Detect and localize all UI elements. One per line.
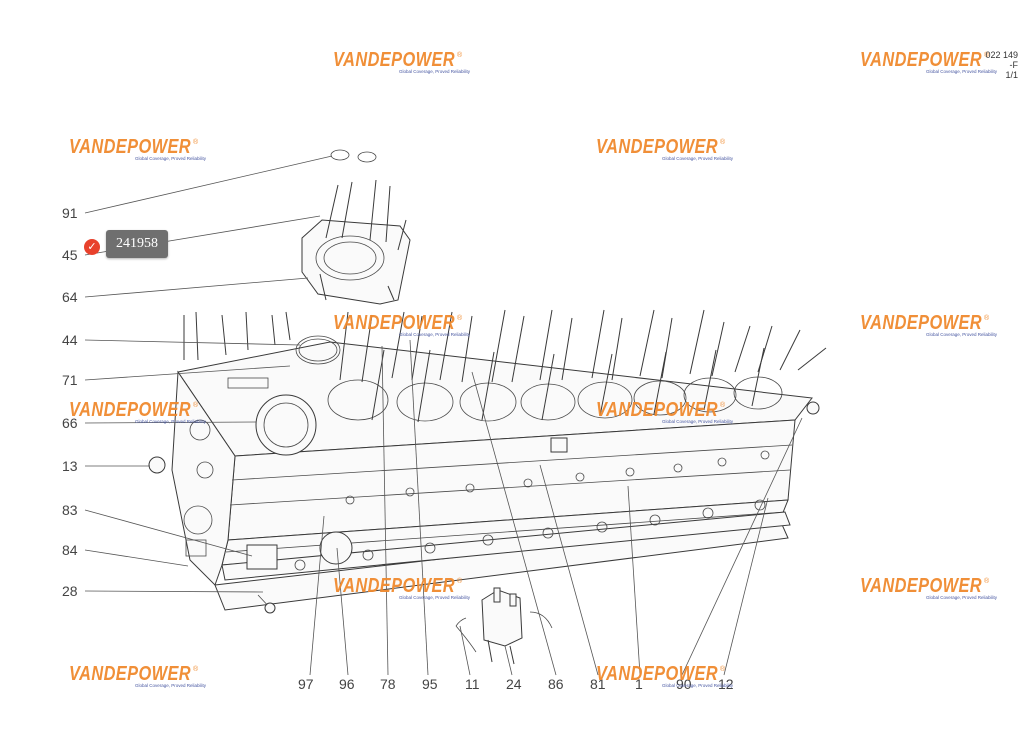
callouts-bottom: 97 96 78 95 11 24 86 81 1 90 12 [298, 676, 734, 692]
vandepower-watermark-logo: VANDEPOWER® Global Coverage, Proved Relia… [860, 49, 998, 74]
watermark-tagline: Global Coverage, Proved Reliability [135, 683, 207, 688]
callout-label: 1 [635, 676, 643, 692]
exploded-bearing-cap [455, 587, 553, 665]
callout-label: 90 [676, 676, 692, 692]
callout-label: 96 [339, 676, 355, 692]
watermark-registered-mark: ® [720, 665, 726, 673]
vandepower-watermark-logo: VANDEPOWER® Global Coverage, Proved Relia… [333, 575, 471, 600]
part-number-tooltip[interactable]: 241958 [106, 230, 168, 258]
callout-label: 66 [62, 415, 78, 431]
watermark-tagline: Global Coverage, Proved Reliability [926, 595, 998, 600]
doc-code-line: 022 149 [985, 50, 1018, 60]
engine-block-drawing [148, 309, 827, 614]
watermark-registered-mark: ® [984, 314, 990, 322]
callout-label: 11 [465, 676, 480, 692]
vandepower-watermark-logo: VANDEPOWER® Global Coverage, Proved Relia… [596, 399, 734, 424]
callout-label: 12 [718, 676, 734, 692]
watermark-brand: VANDEPOWER [333, 312, 455, 334]
watermark-tagline: Global Coverage, Proved Reliability [662, 683, 734, 688]
watermark-tagline: Global Coverage, Proved Reliability [135, 156, 207, 161]
callout-label: 71 [62, 372, 78, 388]
callout-label: 24 [506, 676, 522, 692]
watermark-registered-mark: ® [720, 138, 726, 146]
watermark-brand: VANDEPOWER [69, 399, 191, 421]
watermarks: VANDEPOWER®Global Coverage, Proved Relia… [69, 49, 998, 688]
watermark-registered-mark: ® [457, 314, 463, 322]
leader-lines [84, 155, 803, 676]
vandepower-watermark-logo: VANDEPOWER® Global Coverage, Proved Relia… [69, 399, 207, 424]
watermark-tagline: Global Coverage, Proved Reliability [926, 69, 998, 74]
callout-label: 64 [62, 289, 78, 305]
watermark-registered-mark: ® [457, 51, 463, 59]
doc-code-line: -F [1009, 60, 1019, 70]
check-circle-icon[interactable]: ✓ [84, 239, 100, 255]
vandepower-watermark-logo: VANDEPOWER® Global Coverage, Proved Relia… [69, 663, 207, 688]
watermark-brand: VANDEPOWER [596, 136, 718, 158]
watermark-registered-mark: ® [457, 577, 463, 585]
exploded-cylinder-head [301, 149, 411, 305]
watermark-tagline: Global Coverage, Proved Reliability [399, 69, 471, 74]
vandepower-watermark-logo: VANDEPOWER® Global Coverage, Proved Relia… [333, 312, 471, 337]
vandepower-watermark-logo: VANDEPOWER® Global Coverage, Proved Relia… [596, 663, 734, 688]
watermark-brand: VANDEPOWER [860, 575, 982, 597]
watermark-brand: VANDEPOWER [333, 49, 455, 71]
watermark-tagline: Global Coverage, Proved Reliability [399, 332, 471, 337]
watermark-tagline: Global Coverage, Proved Reliability [926, 332, 998, 337]
watermark-tagline: Global Coverage, Proved Reliability [399, 595, 471, 600]
watermark-brand: VANDEPOWER [860, 312, 982, 334]
watermark-tagline: Global Coverage, Proved Reliability [662, 419, 734, 424]
callout-label: 45 [62, 247, 78, 263]
callout-label: 44 [62, 332, 78, 348]
callouts-left: 91 45 64 44 71 66 13 83 84 28 [62, 205, 78, 599]
watermark-registered-mark: ® [193, 401, 199, 409]
vandepower-watermark-logo: VANDEPOWER® Global Coverage, Proved Relia… [860, 575, 998, 600]
callout-label: 83 [62, 502, 78, 518]
callout-label: 13 [62, 458, 78, 474]
callout-label: 95 [422, 676, 438, 692]
doc-code-line: 1/1 [1005, 70, 1018, 80]
vandepower-watermark-logo: VANDEPOWER® Global Coverage, Proved Relia… [860, 312, 998, 337]
callout-label: 97 [298, 676, 314, 692]
watermark-registered-mark: ® [193, 138, 199, 146]
watermark-registered-mark: ® [984, 577, 990, 585]
watermark-brand: VANDEPOWER [596, 399, 718, 421]
watermark-registered-mark: ® [193, 665, 199, 673]
callout-label: 81 [590, 676, 606, 692]
watermark-brand: VANDEPOWER [69, 663, 191, 685]
callout-label: 86 [548, 676, 564, 692]
watermark-brand: VANDEPOWER [596, 663, 718, 685]
callout-label: 91 [62, 205, 78, 221]
watermark-tagline: Global Coverage, Proved Reliability [662, 156, 734, 161]
vandepower-watermark-logo: VANDEPOWER® Global Coverage, Proved Relia… [596, 136, 734, 161]
watermark-registered-mark: ® [720, 401, 726, 409]
document-code: 022 149 -F 1/1 [978, 50, 1018, 80]
watermark-registered-mark: ® [984, 51, 990, 59]
vandepower-watermark-logo: VANDEPOWER® Global Coverage, Proved Relia… [333, 49, 471, 74]
watermark-brand: VANDEPOWER [333, 575, 455, 597]
watermark-brand: VANDEPOWER [860, 49, 982, 71]
watermark-tagline: Global Coverage, Proved Reliability [135, 419, 207, 424]
vandepower-watermark-logo: VANDEPOWER® Global Coverage, Proved Relia… [69, 136, 207, 161]
callout-label: 84 [62, 542, 78, 558]
callout-label: 78 [380, 676, 396, 692]
callout-label: 28 [62, 583, 78, 599]
watermark-brand: VANDEPOWER [69, 136, 191, 158]
